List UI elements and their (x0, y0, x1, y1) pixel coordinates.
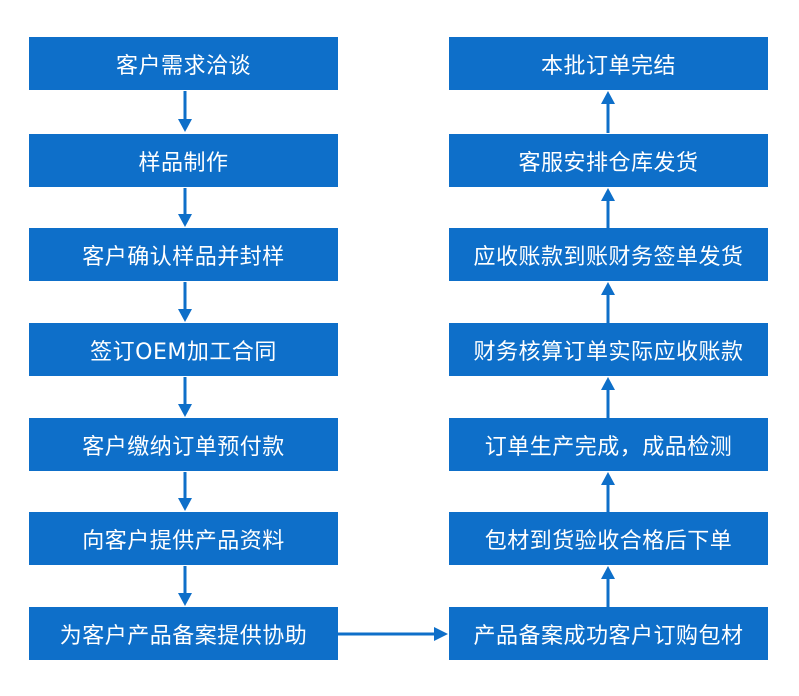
step-registration-assist: 为客户产品备案提供协助 (29, 607, 338, 660)
step-sample-confirmation: 客户确认样品并封样 (29, 228, 338, 281)
step-oem-contract: 签订OEM加工合同 (29, 323, 338, 376)
arrow-right-icon (338, 627, 448, 641)
arrow-up-icon (601, 282, 615, 323)
arrow-down-icon (178, 472, 192, 511)
arrow-up-icon (601, 91, 615, 133)
arrow-down-icon (178, 377, 192, 417)
step-advance-payment: 客户缴纳订单预付款 (29, 418, 338, 471)
arrow-down-icon (178, 91, 192, 132)
step-warehouse-shipping: 客服安排仓库发货 (449, 134, 768, 187)
step-production-inspection: 订单生产完成，成品检测 (449, 418, 768, 471)
step-receivables-shipping: 应收账款到账财务签单发货 (449, 228, 768, 281)
step-finance-accounting: 财务核算订单实际应收账款 (449, 323, 768, 376)
arrow-up-icon (601, 472, 615, 512)
step-sample-making: 样品制作 (29, 134, 338, 187)
step-packaging-order: 包材到货验收合格后下单 (449, 512, 768, 565)
arrow-down-icon (178, 566, 192, 606)
arrow-up-icon (601, 566, 615, 607)
arrow-down-icon (178, 282, 192, 322)
step-product-materials: 向客户提供产品资料 (29, 512, 338, 565)
step-customer-negotiation: 客户需求洽谈 (29, 37, 338, 90)
step-order-complete: 本批订单完结 (449, 37, 768, 90)
arrow-up-icon (601, 377, 615, 418)
arrow-down-icon (178, 188, 192, 227)
arrow-up-icon (601, 188, 615, 228)
step-packaging-purchase: 产品备案成功客户订购包材 (449, 607, 768, 660)
